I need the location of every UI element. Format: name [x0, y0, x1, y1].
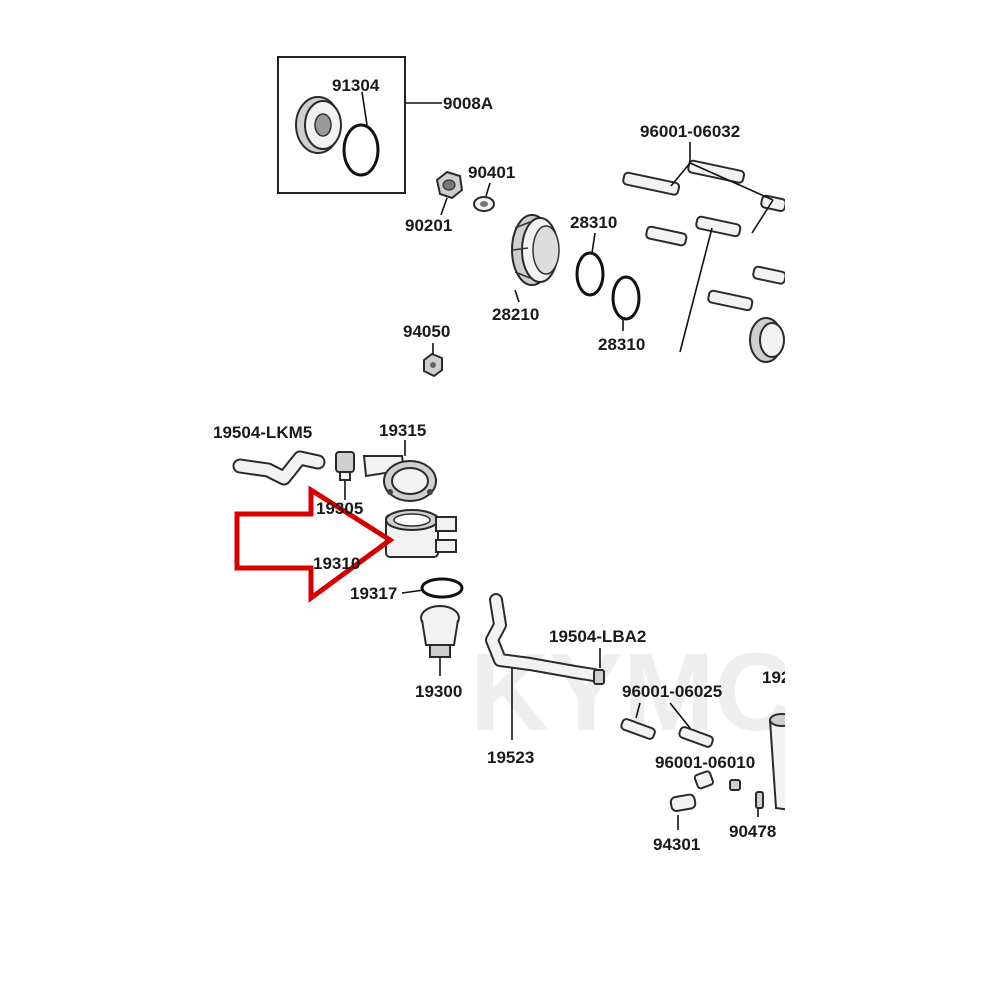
cap-seal-part — [295, 96, 342, 154]
callout-94050: 94050 — [403, 322, 450, 341]
o-ring-19317 — [420, 577, 464, 599]
kit-box-9008a — [277, 56, 406, 194]
callout-90401: 90401 — [468, 163, 515, 182]
clamp-19504-lba2 — [593, 669, 605, 685]
o-ring-28310-b — [611, 275, 641, 321]
callout-19317: 19317 — [350, 584, 397, 603]
callout-9008a: 9008A — [443, 94, 493, 113]
thermostat-cover-19315 — [362, 455, 437, 502]
thermostat-19300 — [420, 605, 460, 658]
pulley-28210 — [511, 214, 560, 286]
callout-19504-lba2: 19504-LBA2 — [549, 627, 646, 646]
pulley-right — [749, 317, 785, 363]
callout-96001-06032: 96001-06032 — [640, 122, 740, 141]
bolt-96001-06010 — [693, 770, 741, 791]
nut-94050 — [423, 352, 443, 378]
callout-19310: 19310 — [313, 554, 360, 573]
callout-90201: 90201 — [405, 216, 452, 235]
callout-19504-lkm5: 19504-LKM5 — [213, 423, 312, 442]
red-outline-arrow-icon — [234, 485, 395, 603]
hose-19523 — [485, 593, 601, 682]
o-ring-28310-a — [575, 251, 605, 297]
callout-192-cutoff: 192 — [762, 668, 790, 687]
callout-96001-06010: 96001-06010 — [655, 753, 755, 772]
callout-19315: 19315 — [379, 421, 426, 440]
callout-19300: 19300 — [415, 682, 462, 701]
collar-94301 — [669, 793, 697, 812]
thermostat-housing-19310 — [385, 509, 457, 558]
callout-19305: 19305 — [316, 499, 363, 518]
right-margin — [785, 0, 1000, 1000]
o-ring-91304 — [342, 123, 380, 177]
callout-91304: 91304 — [332, 76, 380, 95]
callout-19523: 19523 — [487, 748, 534, 767]
callout-90478: 90478 — [729, 822, 776, 841]
pin-90478 — [755, 791, 764, 809]
nut-90201 — [435, 170, 464, 200]
bolts-96001-06025 — [620, 718, 714, 748]
hose-19504-lkm5 — [232, 450, 326, 486]
callout-96001-06025: 96001-06025 — [622, 682, 722, 701]
callout-28210: 28210 — [492, 305, 539, 324]
callout-28310-a: 28310 — [570, 213, 617, 232]
callout-28310-b: 28310 — [598, 335, 645, 354]
callout-94301: 94301 — [653, 835, 700, 854]
sensor-19305 — [335, 451, 355, 481]
